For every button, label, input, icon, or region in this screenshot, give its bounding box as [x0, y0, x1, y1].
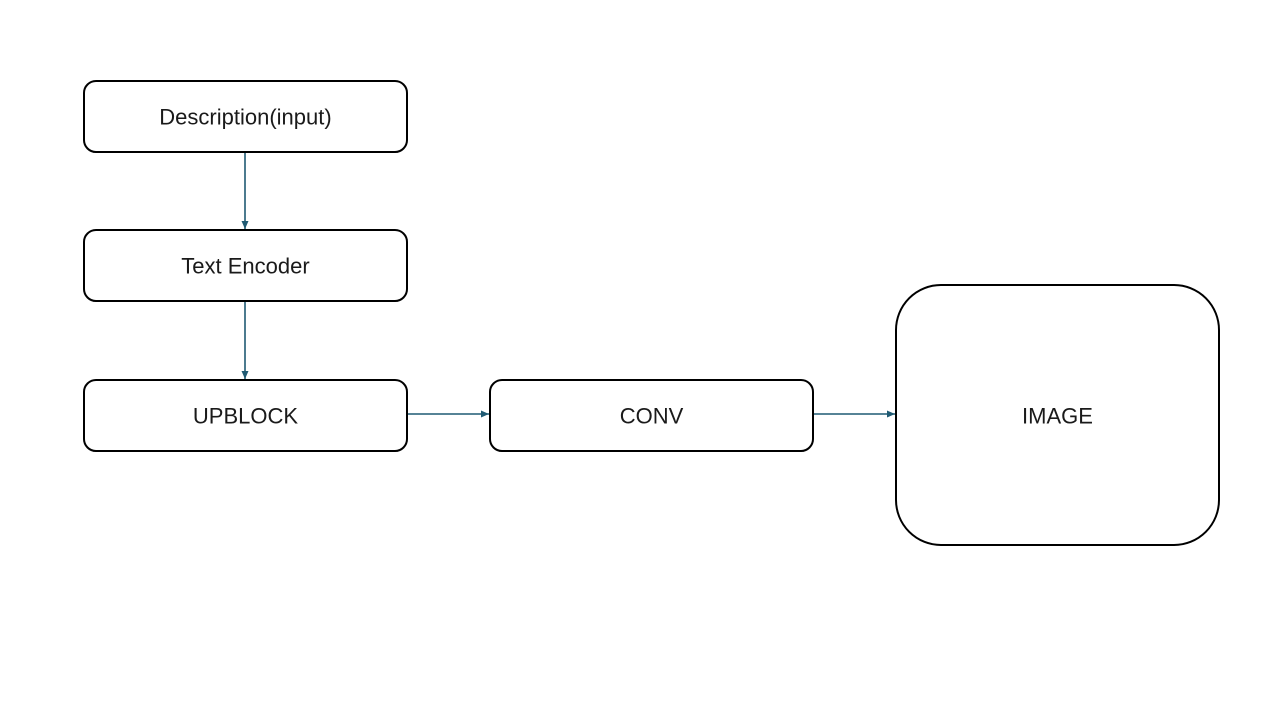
- node-conv: CONV: [489, 379, 814, 452]
- node-upblock-box: [83, 379, 408, 452]
- node-description-box: [83, 80, 408, 153]
- node-image-box: [895, 284, 1220, 546]
- node-image-label: IMAGE: [1022, 404, 1093, 429]
- node-conv-label: CONV: [620, 404, 684, 429]
- node-description-label: Description(input): [159, 105, 331, 130]
- node-image: IMAGE: [895, 284, 1220, 546]
- node-conv-box: [489, 379, 814, 452]
- node-text-encoder: Text Encoder: [83, 229, 408, 302]
- node-upblock: UPBLOCK: [83, 379, 408, 452]
- node-text-encoder-label: Text Encoder: [181, 254, 309, 279]
- node-description: Description(input): [83, 80, 408, 153]
- node-text-encoder-box: [83, 229, 408, 302]
- edges-layer: [241, 152, 895, 418]
- node-upblock-label: UPBLOCK: [193, 404, 298, 429]
